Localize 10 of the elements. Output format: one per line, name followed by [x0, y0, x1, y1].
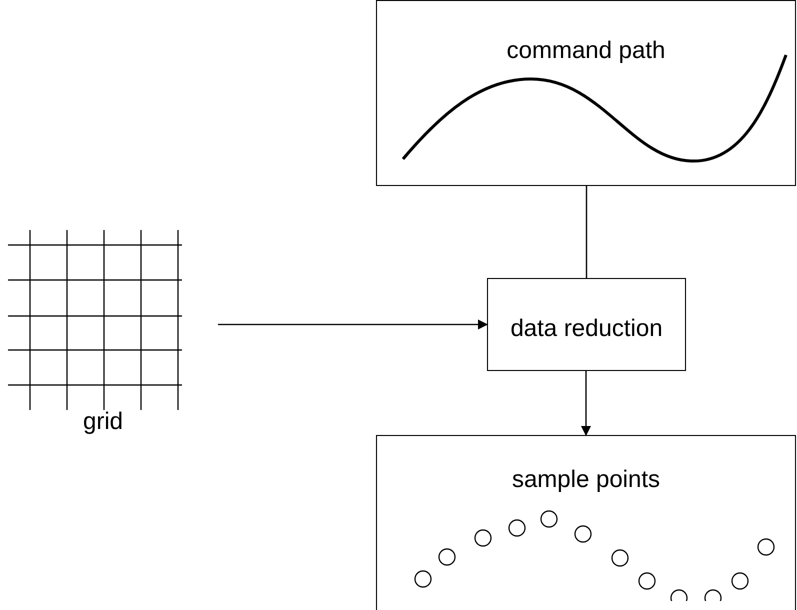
node-title: data reduction [509, 315, 664, 343]
node-label: grid [82, 408, 124, 436]
arrow [581, 371, 591, 436]
node-title: sample points [510, 466, 662, 494]
process-box [376, 435, 796, 610]
process-box [376, 0, 796, 186]
connector-line [586, 186, 588, 278]
arrow [218, 320, 488, 330]
node-title: command path [506, 37, 666, 65]
process-box [487, 278, 686, 371]
